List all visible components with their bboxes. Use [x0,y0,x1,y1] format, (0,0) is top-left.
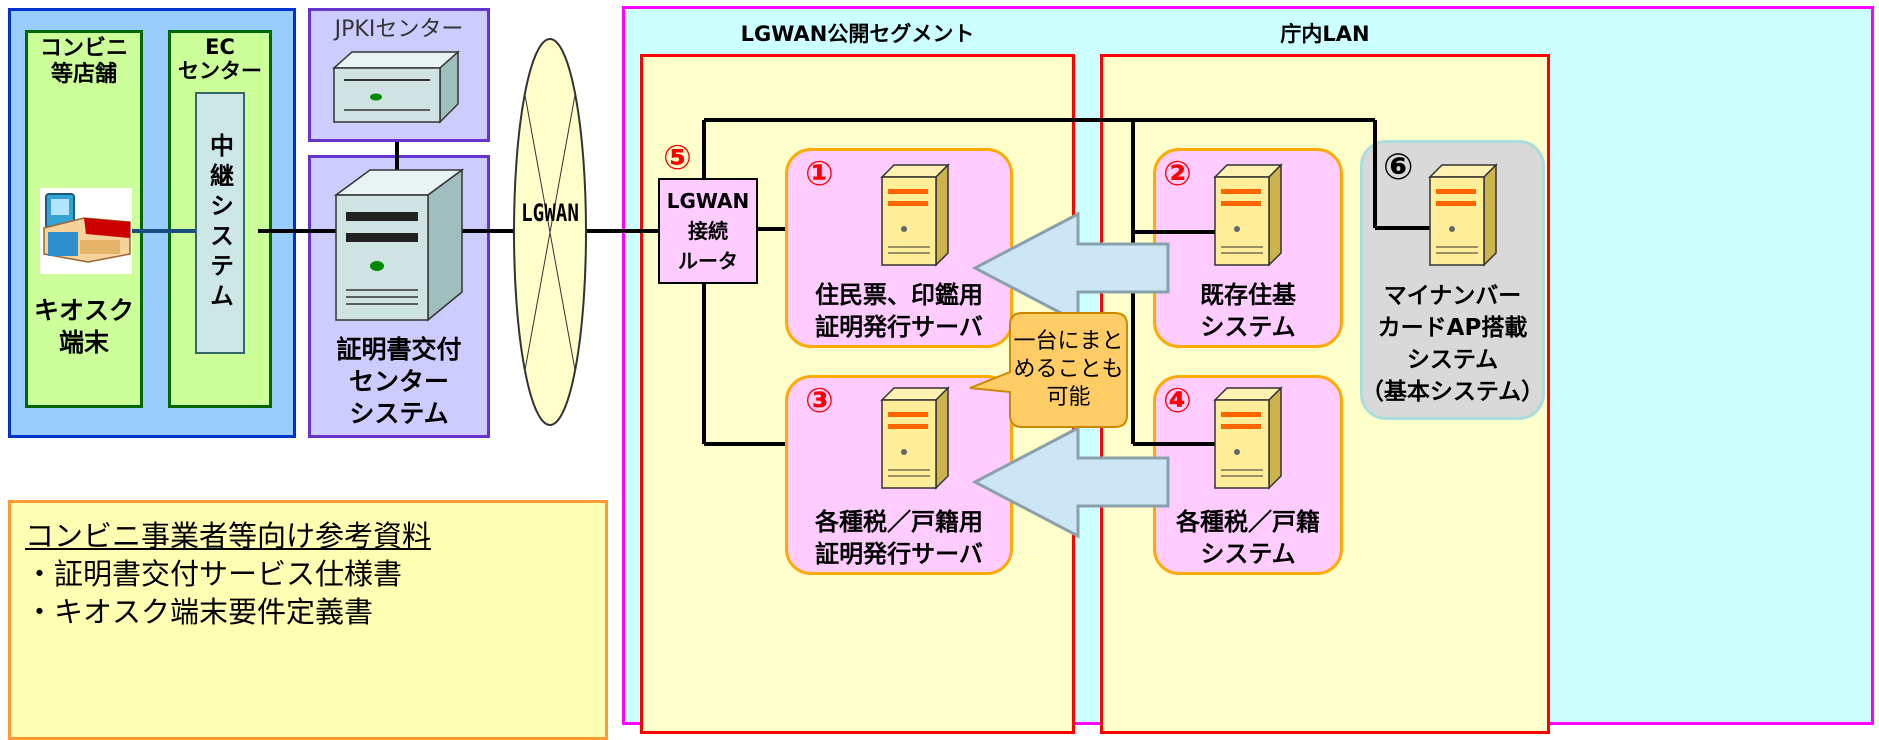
server-icon-4 [1213,386,1283,490]
server-1-number: ① [805,154,834,194]
kiosk-icon [40,188,132,274]
kiosk-label: キオスク 端末 [33,296,134,357]
server-6-label: マイナンバー カードAP搭載 システム （基本システム） [1360,283,1545,405]
lgwan-label: LGWAN [521,199,579,227]
router-label: LGWAN 接続 ルータ [666,189,750,273]
jpki-server-icon [332,50,460,124]
callout-bubble [969,312,1128,428]
reference-item: ・証明書交付サービス仕様書 [25,557,403,591]
server-4-label: 各種税／戸籍 システム [1176,508,1320,568]
relay-system-box: 中継システム [195,92,245,354]
server-3-number: ③ [805,381,834,421]
server-3-label: 各種税／戸籍用 証明発行サーバ [815,508,983,568]
public-segment-title: LGWAN公開セグメント [740,22,975,46]
reference-title: コンビニ事業者等向け参考資料 [25,519,432,553]
internal-lan-title: 庁内LAN [1280,22,1370,46]
relay-system-label: 中継システム [205,133,234,313]
convenience-store-label: コンビニ 等店舗 [39,36,128,87]
server-6-number: ⑥ [1383,147,1414,188]
server-icon-1 [880,163,950,267]
cert-server-icon [333,168,465,322]
server-icon-6 [1428,163,1498,267]
server-1-label: 住民票、印鑑用 証明発行サーバ [815,281,983,341]
server-4-number: ④ [1163,381,1192,421]
router-number: ⑤ [663,138,692,178]
server-icon-3 [880,386,950,490]
server-2-label: 既存住基 システム [1200,281,1296,341]
server-2-number: ② [1163,154,1192,194]
arrow-upper-icon [971,211,1170,325]
lgwan-network-icon [513,38,587,426]
reference-item: ・キオスク端末要件定義書 [25,595,374,629]
arrow-lower-icon [971,425,1170,539]
server-icon-2 [1213,163,1283,267]
jpki-center-label: JPKIセンター [334,17,464,42]
router-box [658,178,758,284]
cert-center-label: 証明書交付 センター システム [336,335,462,428]
ec-center-label: EC センター [178,35,262,83]
callout-text: 一台にまと めることも 可能 [1013,329,1124,410]
reference-box: コンビニ事業者等向け参考資料 ・証明書交付サービス仕様書 ・キオスク端末要件定義… [8,500,608,740]
diagram-graphics [132,38,1498,539]
